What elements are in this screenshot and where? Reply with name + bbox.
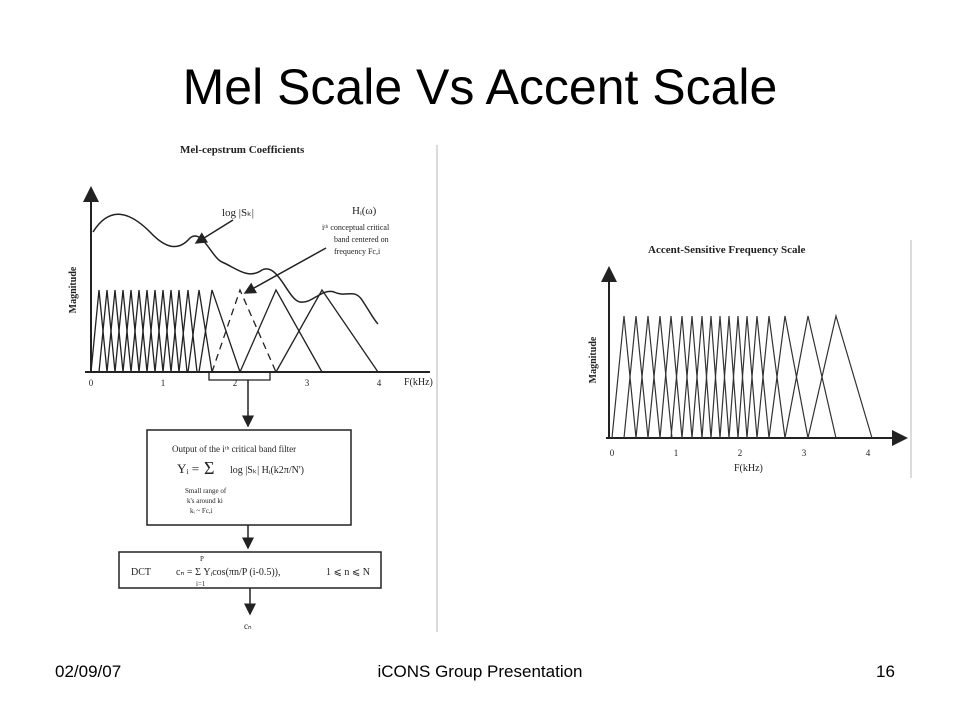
mel-filter [162, 289, 180, 373]
mel-filter [90, 289, 108, 373]
dct-range: 1 ⩽ n ⩽ N [326, 567, 370, 578]
accent-filter [681, 315, 703, 439]
accent-filter [719, 315, 739, 439]
mel-tick-label: 2 [233, 378, 238, 388]
accent-filter [746, 315, 770, 439]
mel-filter-highlighted [211, 288, 277, 373]
critical-band-output-box [146, 429, 352, 526]
accent-filter-bank [611, 313, 873, 439]
accent-y-label: Magnitude [588, 336, 599, 383]
dct-sum-lower: i=1 [196, 580, 206, 588]
mel-tick-label: 0 [89, 378, 94, 388]
mel-filter [178, 289, 198, 373]
mel-filter [187, 289, 213, 373]
box1-note: kᵢ ~ Fc,i [190, 507, 213, 515]
accent-figure: Accent-Sensitive Frequency Scale Magnitu… [588, 240, 912, 478]
accent-filter [807, 313, 873, 439]
mel-tick-label: 3 [305, 378, 310, 388]
accent-filter [784, 315, 837, 439]
accent-x-label: F(kHz) [734, 463, 763, 474]
critical-band-arrow [243, 247, 327, 294]
mel-filter [114, 289, 132, 373]
box1-title: Output of the iᵗʰ critical band filter [172, 444, 296, 454]
accent-filter [737, 315, 758, 439]
dct-sum-upper: P [200, 555, 204, 563]
mel-figure: Mel-cepstrum Coefficients Magnitude F(kH… [68, 144, 438, 632]
mel-filter [275, 288, 379, 373]
mel-filter [146, 289, 164, 373]
accent-filter [701, 315, 721, 439]
accent-tick-label: 4 [866, 448, 871, 458]
mel-filter-bank [90, 288, 379, 373]
mel-filter [154, 289, 172, 373]
output-coefficient-label: cₙ [244, 621, 252, 631]
band-bracket [208, 372, 271, 381]
accent-filter [635, 315, 661, 439]
accent-filter [647, 315, 673, 439]
mel-filter [198, 289, 241, 373]
mel-filter [98, 289, 116, 373]
accent-filter [756, 315, 786, 439]
footer-date: 02/09/07 [55, 662, 122, 681]
critical-band-note: band centered on [334, 235, 389, 244]
mel-filter [170, 289, 188, 373]
accent-tick-label: 2 [738, 448, 743, 458]
accent-filter [728, 315, 748, 439]
accent-filter [659, 315, 683, 439]
critical-band-note: frequency Fc,i [334, 247, 381, 256]
mel-tick-label: 4 [377, 378, 382, 388]
mel-filter [138, 289, 156, 373]
mel-filter [122, 289, 140, 373]
mel-filter [130, 289, 148, 373]
accent-filter [611, 315, 637, 439]
slide-title: Mel Scale Vs Accent Scale [182, 59, 778, 115]
box1-note: k's around ki [187, 497, 223, 505]
filter-h-label: Hᵢ(ω) [352, 205, 377, 217]
accent-filter [710, 315, 730, 439]
accent-figure-title: Accent-Sensitive Frequency Scale [648, 244, 806, 256]
mel-y-label: Magnitude [68, 266, 79, 313]
spectrum-curve [92, 213, 379, 325]
accent-filter [768, 315, 809, 439]
slide-page-number: 16 [876, 662, 895, 681]
accent-filter [623, 315, 649, 439]
accent-tick-label: 0 [610, 448, 615, 458]
log-spectrum-label: log |Sₖ| [222, 207, 254, 219]
box1-lhs: Yᵢ = [177, 461, 199, 476]
accent-filter [670, 315, 693, 439]
log-spectrum-arrow [194, 219, 234, 244]
box1-note: Small range of [185, 487, 227, 495]
mel-tick-label: 1 [161, 378, 166, 388]
dct-formula: cₙ = Σ Yᵢcos(πn/P (i-0.5)), [176, 567, 281, 578]
accent-tick-label: 3 [802, 448, 807, 458]
box1-rhs: log |Sₖ| Hᵢ(k2π/N') [230, 465, 304, 476]
accent-filter [691, 315, 712, 439]
accent-tick-label: 1 [674, 448, 679, 458]
dct-label: DCT [131, 567, 151, 578]
mel-figure-title: Mel-cepstrum Coefficients [180, 144, 305, 156]
mel-filter [106, 289, 124, 373]
critical-band-note: iᵗʰ conceptual critical [322, 223, 390, 232]
mel-filter [239, 288, 323, 373]
footer-presentation-name: iCONS Group Presentation [377, 662, 583, 681]
mel-x-label: F(kHz) [404, 377, 433, 388]
box1-sum-sign: Σ [204, 458, 214, 478]
